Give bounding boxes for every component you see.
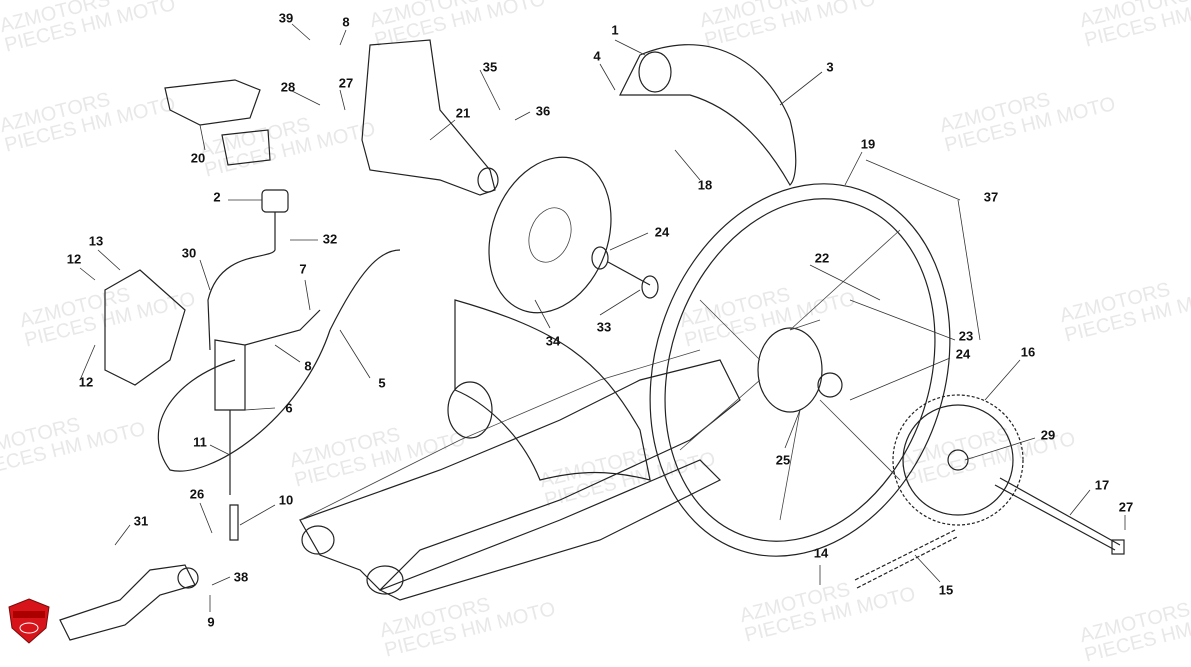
brake-pedal <box>59 504 239 641</box>
part-label: 24 <box>955 346 971 362</box>
part-label: 4 <box>593 48 601 64</box>
part-label: 21 <box>455 105 471 121</box>
part-label: 27 <box>1118 499 1134 515</box>
caliper-bracket <box>361 39 499 196</box>
part-label: 16 <box>1020 344 1036 360</box>
rear-fender <box>619 44 797 186</box>
heel-guard <box>104 269 186 386</box>
part-label: 5 <box>378 375 386 391</box>
part-label: 9 <box>207 614 215 630</box>
spacer-axle <box>591 246 659 299</box>
azmotors-logo <box>8 598 50 644</box>
part-label: 2 <box>213 189 221 205</box>
part-label: 23 <box>958 328 974 344</box>
part-label: 25 <box>775 452 791 468</box>
part-label: 17 <box>1094 477 1110 493</box>
part-label: 10 <box>278 492 294 508</box>
part-label: 18 <box>697 177 713 193</box>
brake-pads <box>164 79 271 166</box>
part-label: 36 <box>535 103 551 119</box>
brake-disc <box>488 156 612 314</box>
part-label: 12 <box>78 374 94 390</box>
rear-wheel <box>649 183 951 557</box>
part-label: 20 <box>190 150 206 166</box>
axle-nut <box>1111 539 1125 555</box>
part-label: 7 <box>299 261 307 277</box>
part-label: 6 <box>285 400 293 416</box>
part-label: 30 <box>181 245 197 261</box>
part-label: 31 <box>133 513 149 529</box>
part-label: 29 <box>1040 427 1056 443</box>
part-label: 24 <box>654 224 670 240</box>
sprocket <box>892 394 1024 526</box>
chain-guard <box>447 299 651 481</box>
part-label: 8 <box>304 358 312 374</box>
part-label: 19 <box>860 136 876 152</box>
part-label: 39 <box>278 10 294 26</box>
part-label: 11 <box>193 434 207 450</box>
part-label: 32 <box>322 231 338 247</box>
parts-drawing <box>59 23 1126 641</box>
part-label: 15 <box>938 582 954 598</box>
part-label: 8 <box>342 14 350 30</box>
part-label: 3 <box>826 59 834 75</box>
leader-lines <box>79 23 1126 612</box>
part-label: 28 <box>280 79 296 95</box>
part-label: 13 <box>88 233 104 249</box>
part-label: 33 <box>596 319 612 335</box>
part-label: 26 <box>189 486 205 502</box>
part-label: 38 <box>233 569 249 585</box>
swingarm <box>299 349 741 601</box>
part-label: 37 <box>983 189 999 205</box>
part-label: 22 <box>814 250 830 266</box>
part-label: 1 <box>611 22 619 38</box>
shield-logo-icon <box>8 598 50 644</box>
part-label: 34 <box>545 333 561 349</box>
part-label: 14 <box>813 545 829 561</box>
chain <box>854 529 958 589</box>
axle-bolt <box>994 477 1121 551</box>
part-label: 35 <box>482 59 498 75</box>
part-label: 12 <box>66 251 82 267</box>
part-label: 27 <box>338 75 354 91</box>
